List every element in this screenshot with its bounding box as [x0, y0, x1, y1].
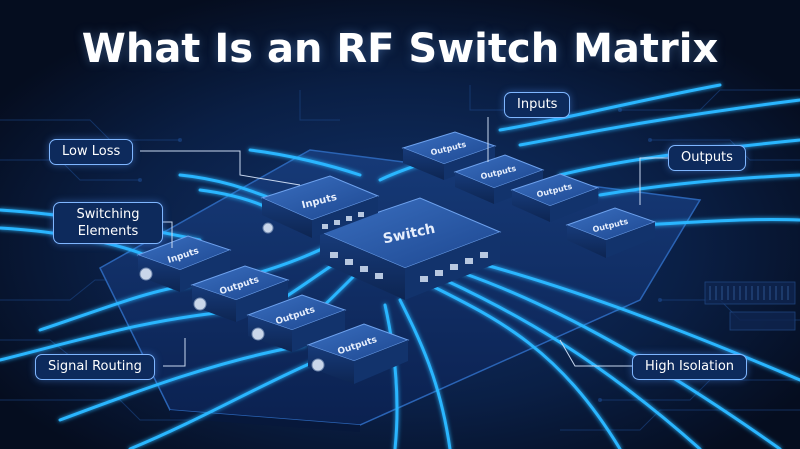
left-modules	[136, 235, 410, 384]
callout-signal-routing: Signal Routing	[35, 354, 155, 380]
callout-outputs: Outputs	[668, 145, 746, 171]
pcb-traces	[0, 85, 800, 431]
page-title: What Is an RF Switch Matrix	[81, 26, 719, 72]
inputs-module	[260, 175, 380, 238]
callout-low-loss: Low Loss	[49, 139, 134, 165]
callout-inputs: Inputs	[504, 92, 571, 118]
callout-leaders	[140, 117, 668, 367]
callout-high-isolation: High Isolation	[632, 354, 748, 380]
switch-module	[318, 197, 502, 300]
callout-switching-elements: Switching Elements	[53, 202, 163, 244]
top-output-modules	[401, 131, 657, 258]
